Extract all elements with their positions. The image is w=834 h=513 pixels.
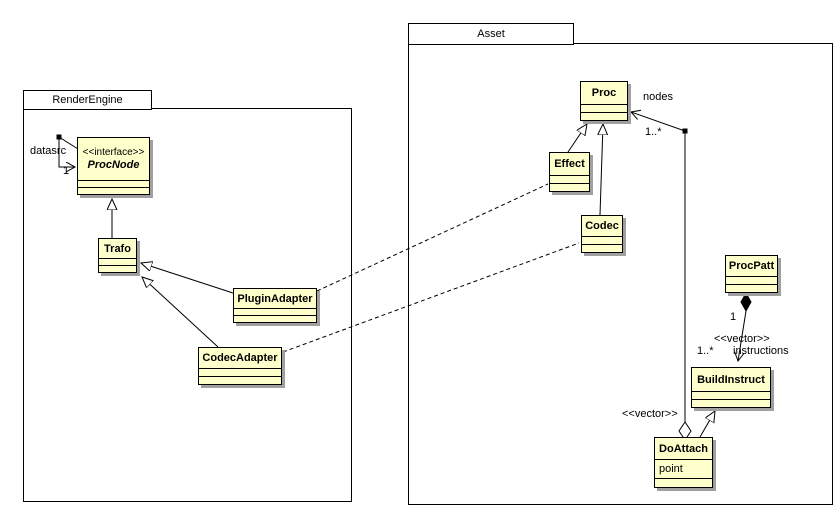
edge-codecadapter-trafo-generalization [142, 277, 219, 348]
class-procnode: <<interface>> ProcNode [77, 137, 150, 195]
edge-nodes-association-arrow [631, 112, 686, 132]
class-proc: Proc [580, 81, 628, 121]
label-procpatt-multiplicity: 1 [730, 311, 737, 323]
operations-compartment [78, 187, 149, 194]
operations-compartment [581, 112, 627, 120]
operations-compartment [199, 376, 281, 384]
class-pluginadapter: PluginAdapter [233, 288, 317, 323]
package-asset-tab: Asset [408, 23, 574, 45]
attributes-compartment [581, 104, 627, 112]
operations-compartment [99, 265, 136, 272]
class-procpatt-name: ProcPatt [728, 260, 775, 272]
class-procpatt: ProcPatt [725, 255, 778, 293]
class-codecadapter: CodecAdapter [198, 347, 282, 385]
edge-codec-proc-generalization [600, 124, 603, 216]
operations-compartment [234, 315, 316, 322]
class-trafo: Trafo [98, 238, 137, 273]
class-buildinstruct: BuildInstruct [691, 367, 771, 408]
label-instructions-multiplicity: 1..* [697, 345, 714, 357]
class-pluginadapter-name: PluginAdapter [237, 292, 313, 305]
attributes-compartment [550, 175, 589, 183]
operations-compartment [582, 244, 622, 252]
class-trafo-name: Trafo [104, 242, 131, 255]
edge-effect-proc-generalization [567, 124, 587, 153]
nodes-bend-handle [682, 128, 688, 134]
class-procnode-stereotype: <<interface>> [82, 147, 145, 158]
operations-compartment [550, 183, 589, 191]
attribute-point: point [659, 463, 683, 475]
package-asset-label: Asset [477, 28, 505, 40]
operations-compartment [655, 478, 712, 488]
edge-codecadapter-codec-dependency [282, 242, 580, 353]
class-effect-name: Effect [554, 158, 585, 170]
operations-compartment [692, 399, 770, 407]
attributes-compartment [234, 308, 316, 315]
procpatt-composition-diamond [740, 291, 752, 313]
edge-doattach-buildinstruct-generalization [699, 411, 715, 438]
attributes-compartment: point [655, 459, 712, 478]
class-procnode-name: ProcNode [87, 159, 140, 171]
label-datasrc: datasrc [30, 145, 67, 157]
edge-pluginadapter-trafo-generalization [141, 263, 234, 294]
label-instructions: instructions [733, 345, 789, 357]
operations-compartment [726, 284, 777, 292]
label-doattach-stereotype: <<vector>> [622, 408, 678, 420]
package-renderengine-label: RenderEngine [52, 94, 123, 106]
package-renderengine-tab: RenderEngine [23, 90, 152, 110]
edge-procpatt-buildinstruct-composition [738, 310, 747, 361]
edge-procnode-datasrc-self-association [58, 136, 79, 167]
class-effect: Effect [549, 152, 590, 192]
attributes-compartment [99, 258, 136, 265]
class-doattach-name: DoAttach [659, 442, 708, 455]
label-datasrc-multiplicity: 1 [63, 165, 70, 177]
label-nodes-multiplicity: 1..* [645, 126, 662, 138]
class-procnode-header: <<interface>> ProcNode [78, 138, 149, 180]
class-codecadapter-name: CodecAdapter [202, 352, 278, 364]
label-instructions-stereotype: <<vector>> [714, 333, 770, 345]
label-nodes: nodes [643, 91, 673, 103]
class-buildinstruct-name: BuildInstruct [697, 373, 765, 386]
edge-pluginadapter-effect-dependency [316, 183, 549, 292]
class-proc-name: Proc [591, 87, 617, 99]
attributes-compartment [726, 276, 777, 284]
attributes-compartment [78, 180, 149, 187]
class-doattach: DoAttach point [654, 437, 713, 488]
attributes-compartment [199, 368, 281, 376]
attributes-compartment [582, 236, 622, 244]
class-codec-name: Codec [585, 220, 619, 232]
datasrc-bend-handle [56, 134, 62, 140]
attributes-compartment [692, 391, 770, 399]
class-codec: Codec [581, 215, 623, 253]
